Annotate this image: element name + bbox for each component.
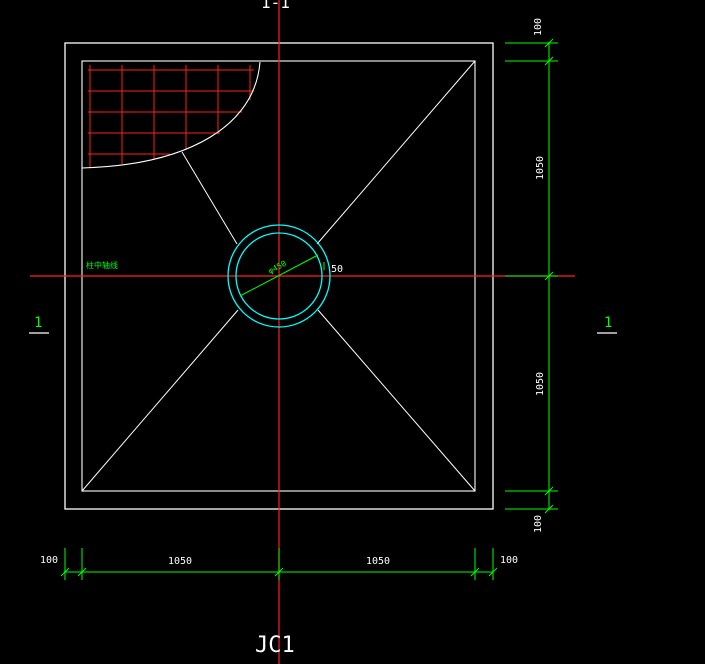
dim-v-top-span: 1050 xyxy=(535,156,546,180)
column-outer-circle xyxy=(227,224,331,328)
dim-h-left-cover: 100 xyxy=(40,555,58,566)
dim-v-bottom-span: 1050 xyxy=(535,372,546,396)
dim-h-right-span: 1050 xyxy=(366,556,390,567)
horizontal-dimension-chain xyxy=(60,548,498,580)
vertical-dimension-chain xyxy=(505,38,558,514)
rebar-cutaway-boundary xyxy=(81,61,261,169)
column-inner-circle xyxy=(235,232,323,320)
column-diameter-line xyxy=(239,254,319,297)
center-line-label: 柱中轴线 xyxy=(86,260,118,270)
footing-name-label: JC1 xyxy=(255,633,295,658)
dim-v-bottom-cover: 100 xyxy=(533,515,544,533)
dim-v-top-cover: 100 xyxy=(533,18,544,36)
rebar-grid xyxy=(88,65,254,168)
column-diameter-label: φ450 xyxy=(267,259,288,276)
section-right-label: 1 xyxy=(604,315,612,331)
dim-h-left-span: 1050 xyxy=(168,556,192,567)
slope-lines xyxy=(81,60,476,492)
section-left-label: 1 xyxy=(34,315,42,331)
section-top-label: 1-1 xyxy=(261,0,290,12)
cover-label: 50 xyxy=(331,264,343,275)
dim-h-right-cover: 100 xyxy=(500,555,518,566)
